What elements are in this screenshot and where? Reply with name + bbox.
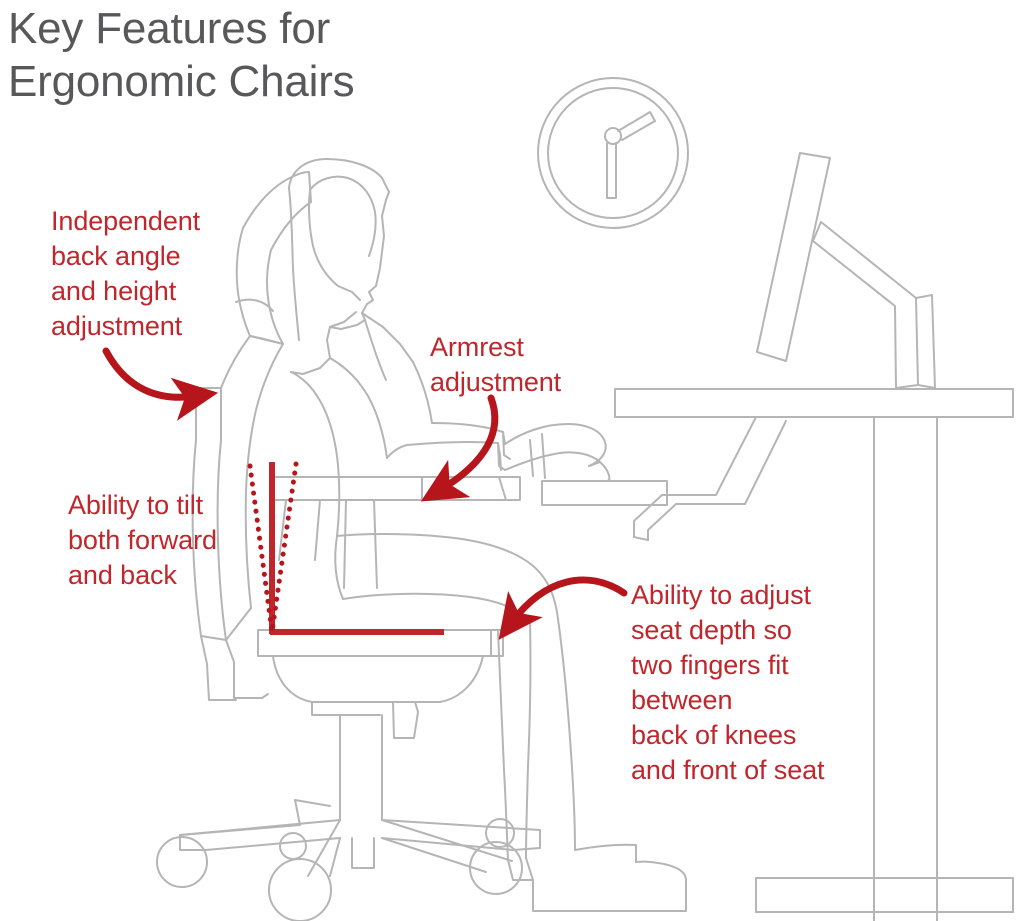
keyboard: [541, 480, 668, 506]
desk-top: [614, 388, 1014, 418]
annotation-tilt: Ability to tilt both forward and back: [68, 490, 217, 590]
chair-back-shell-lower: [200, 635, 269, 701]
chair-lumbar-pad: [235, 298, 274, 312]
chair-armrest-support: [278, 499, 378, 589]
seat-depth-arrow: [498, 576, 628, 640]
wall-clock-icon: [537, 77, 689, 229]
chair-casters: [156, 818, 523, 921]
chair-armrest: [271, 476, 521, 501]
person-hand: [504, 423, 611, 482]
chair-seat-cushion: [272, 655, 484, 716]
person-arm: [406, 422, 511, 471]
tilt-forward-dotted-line: [247, 463, 275, 635]
page-title: Key Features for Ergonomic Chairs: [8, 4, 355, 106]
monitor: [756, 152, 831, 362]
tilt-back-dotted-line: [269, 461, 299, 635]
person-foot: [507, 843, 687, 912]
tilt-reference-indicator: [247, 461, 444, 635]
person-lower-leg: [497, 618, 576, 861]
annotation-seat-depth: Ability to adjust seat depth so two fing…: [631, 580, 825, 785]
annotation-armrest: Armrest adjustment: [430, 332, 562, 397]
person-torso: [290, 312, 433, 537]
annotation-back-angle-height: Independent back angle and height adjust…: [51, 206, 201, 341]
monitor-arm: [812, 221, 936, 389]
armrest-arrow: [420, 394, 499, 502]
desk-pedestal: [755, 416, 1014, 921]
chair-gas-cylinder: [339, 714, 383, 821]
keyboard-tray: [633, 416, 787, 541]
person-head: [288, 158, 390, 375]
chair-tilt-lever: [392, 701, 419, 739]
back-adjustment-arrow: [102, 347, 219, 421]
